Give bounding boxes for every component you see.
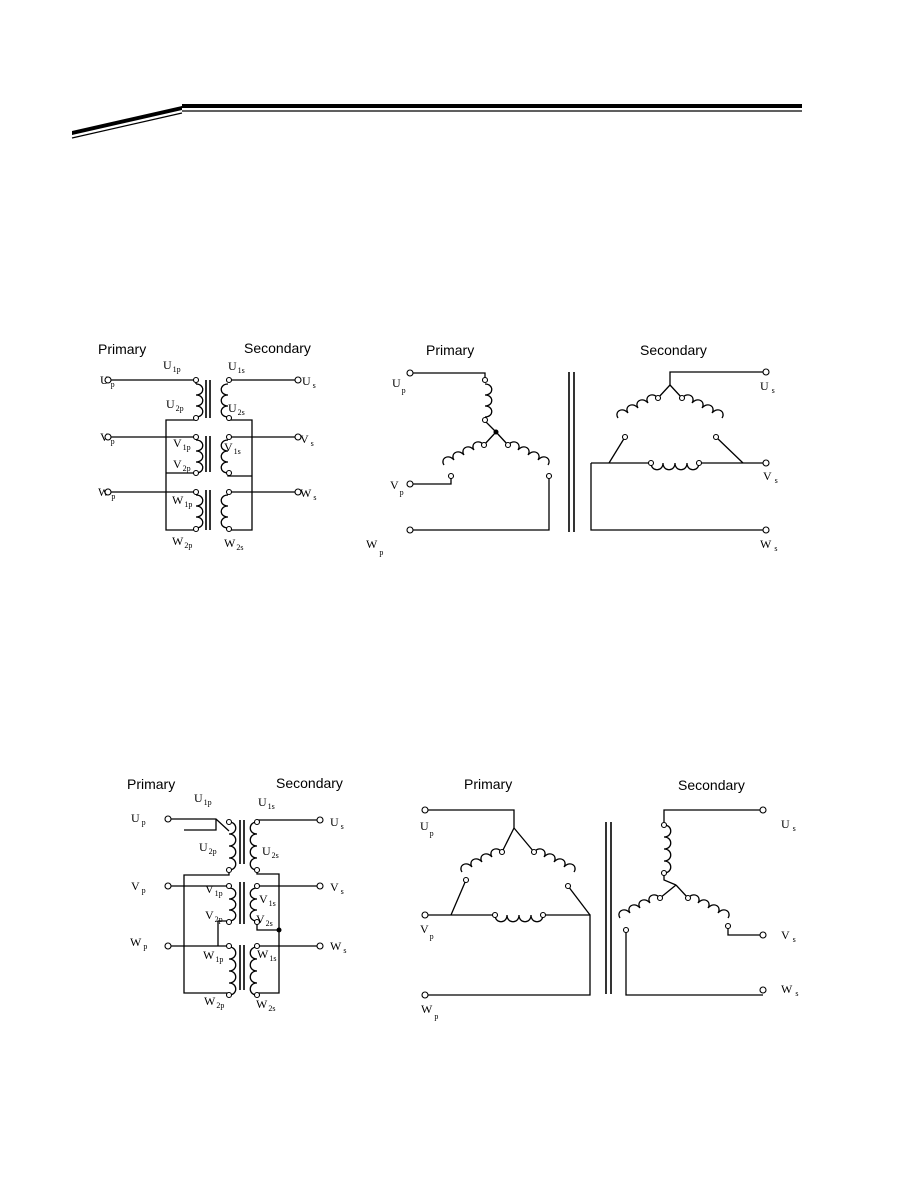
label-primary: Primary — [98, 341, 146, 357]
svg-text:U1p: U1p — [163, 358, 181, 374]
svg-text:Vp: Vp — [390, 478, 404, 497]
svg-text:W1p: W1p — [172, 493, 192, 509]
svg-text:Wp: Wp — [366, 537, 383, 557]
label-secondary: Secondary — [276, 775, 343, 791]
svg-text:Vp: Vp — [131, 879, 146, 895]
svg-text:Vs: Vs — [781, 928, 796, 944]
svg-text:Wp: Wp — [421, 1002, 438, 1021]
svg-text:Vs: Vs — [763, 469, 778, 485]
label-primary: Primary — [464, 776, 512, 792]
svg-text:V1p: V1p — [173, 436, 191, 452]
svg-text:Vp: Vp — [420, 922, 434, 941]
svg-text:Ws: Ws — [760, 537, 777, 553]
label-secondary: Secondary — [678, 777, 745, 793]
svg-text:Ws: Ws — [781, 982, 798, 998]
svg-text:Us: Us — [330, 815, 344, 831]
svg-text:U2p: U2p — [199, 840, 217, 856]
svg-text:Up: Up — [392, 376, 406, 395]
svg-text:Us: Us — [781, 817, 796, 833]
svg-text:Vs: Vs — [330, 880, 344, 896]
svg-text:U1s: U1s — [228, 359, 245, 375]
svg-text:W1p: W1p — [203, 948, 223, 964]
svg-text:Us: Us — [760, 379, 775, 395]
svg-text:Wp: Wp — [130, 935, 147, 951]
svg-text:Up: Up — [420, 819, 434, 838]
svg-text:Up: Up — [131, 811, 146, 827]
svg-text:Ws: Ws — [300, 486, 316, 502]
svg-text:V1p: V1p — [205, 882, 223, 898]
label-secondary: Secondary — [640, 342, 707, 358]
svg-text:U2s: U2s — [228, 401, 245, 417]
svg-text:V2p: V2p — [205, 908, 223, 924]
svg-text:W2p: W2p — [172, 534, 192, 550]
svg-text:Vs: Vs — [300, 432, 314, 448]
svg-text:U2p: U2p — [166, 397, 184, 413]
svg-text:U2s: U2s — [262, 844, 279, 860]
label-primary: Primary — [127, 776, 175, 792]
svg-text:W2p: W2p — [204, 994, 224, 1010]
svg-text:U1s: U1s — [258, 795, 275, 811]
svg-text:W1s: W1s — [257, 947, 276, 963]
svg-text:V2s: V2s — [256, 912, 273, 928]
svg-text:Wp: Wp — [98, 485, 115, 501]
label-secondary: Secondary — [244, 340, 311, 356]
svg-text:V1s: V1s — [224, 440, 241, 456]
label-primary: Primary — [426, 342, 474, 358]
svg-text:V2p: V2p — [173, 457, 191, 473]
svg-text:U1p: U1p — [194, 791, 212, 807]
svg-text:V1s: V1s — [259, 892, 276, 908]
svg-text:W2s: W2s — [224, 536, 243, 552]
svg-text:W2s: W2s — [256, 997, 275, 1013]
svg-text:Us: Us — [302, 374, 316, 390]
svg-text:Ws: Ws — [330, 939, 346, 955]
header-rule — [71, 104, 802, 139]
